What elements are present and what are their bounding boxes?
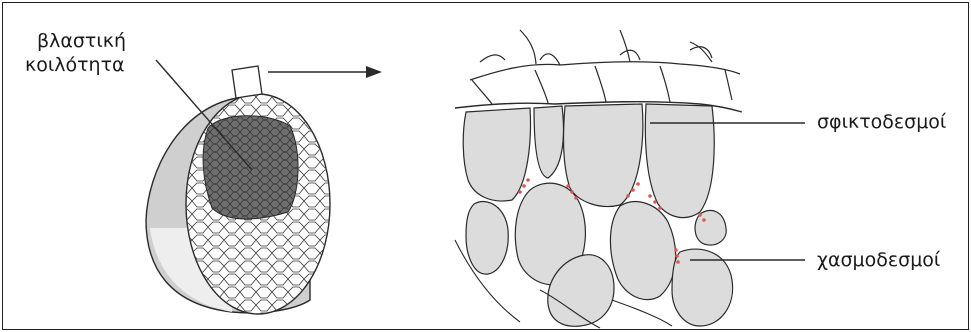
cell xyxy=(534,106,563,178)
cell xyxy=(610,202,675,300)
blastocoel-label-line1: βλαστική xyxy=(37,30,126,52)
magnify-arrow xyxy=(268,66,382,78)
cell xyxy=(463,108,530,201)
blastula xyxy=(146,66,330,314)
zoom-box xyxy=(232,66,262,98)
gap-junctions-label: χασμοδεσμοί xyxy=(817,249,940,271)
blastocoel-label-line2: κοιλότητα xyxy=(25,54,125,76)
tight-junctions-label: σφικτοδεσμοί xyxy=(817,111,946,133)
cell-layer-detail xyxy=(455,30,742,328)
cell xyxy=(564,104,643,206)
cell xyxy=(466,202,508,275)
